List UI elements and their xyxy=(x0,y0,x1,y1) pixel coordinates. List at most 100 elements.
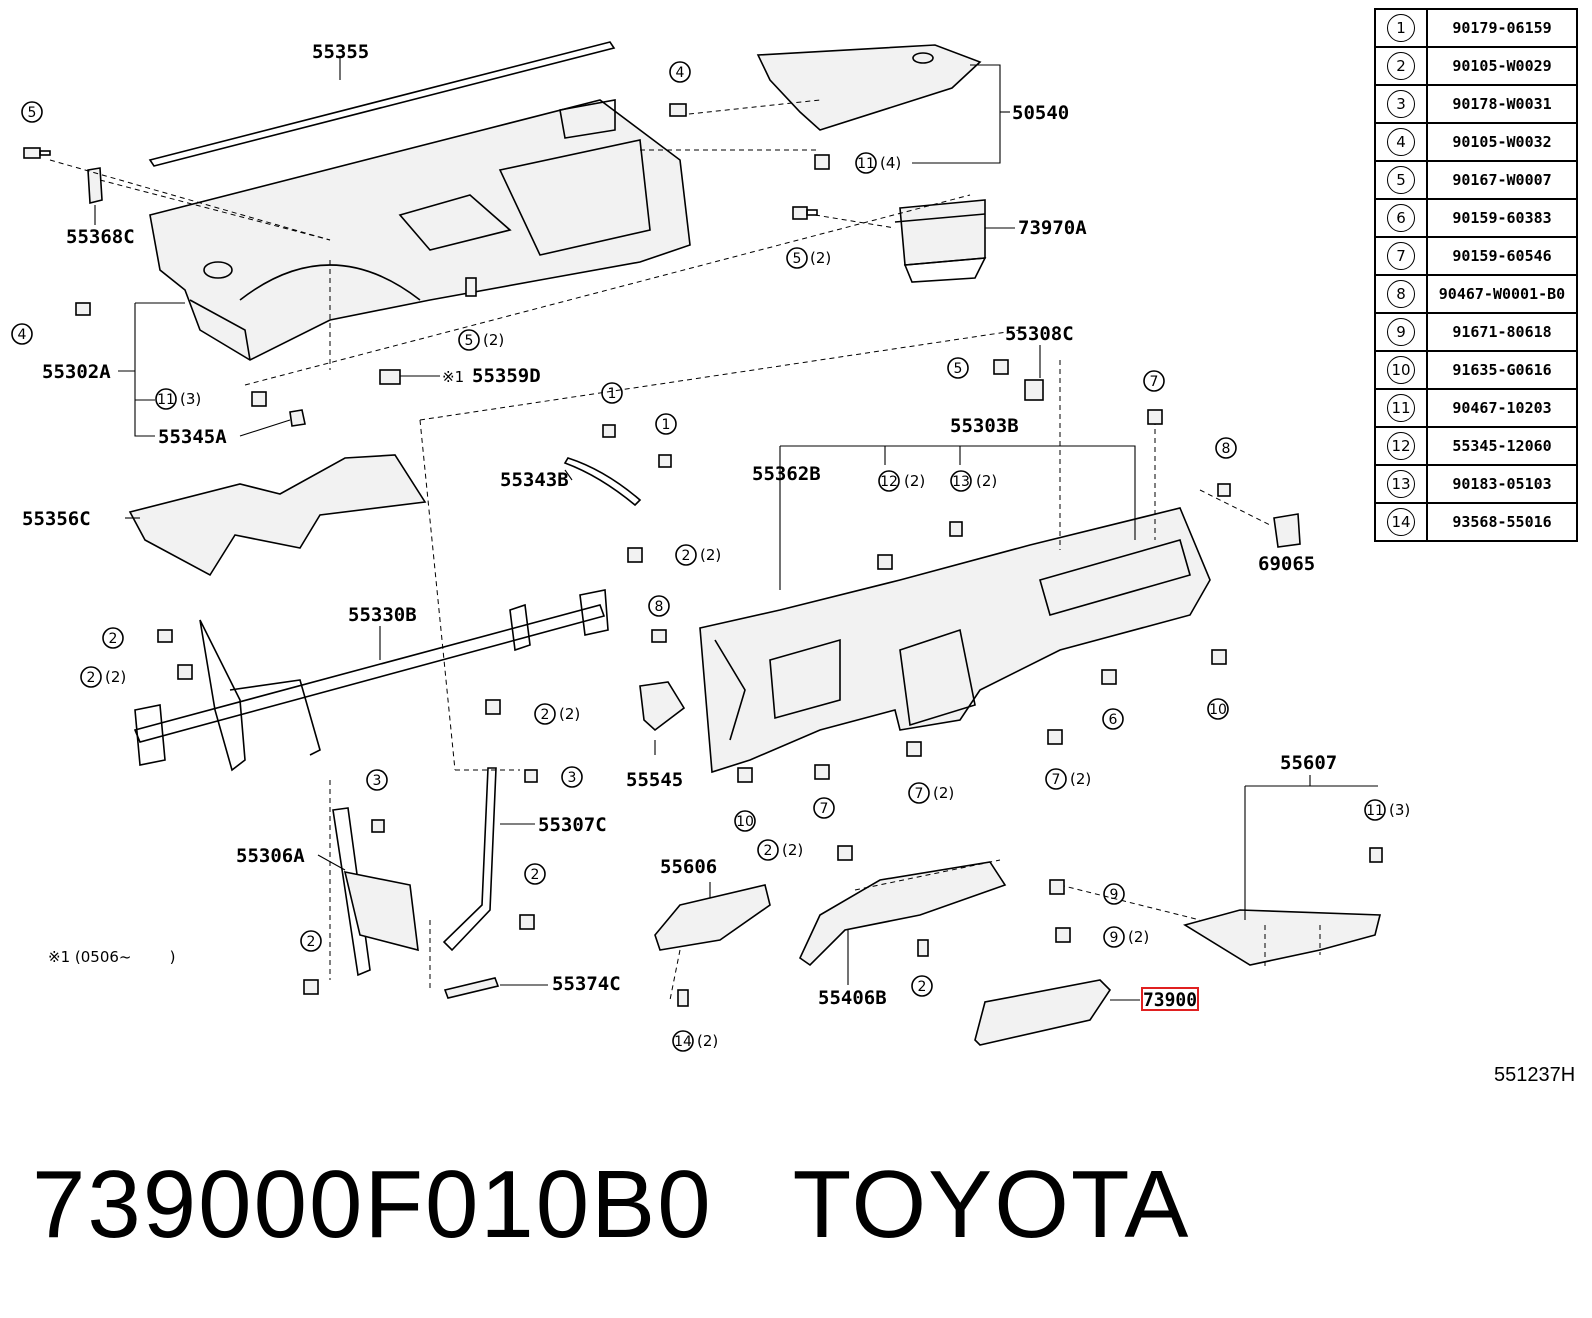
label-55359D-note: ※1 xyxy=(442,368,464,386)
label-note1: ※1 (0506~ ) xyxy=(48,948,175,966)
screw-icon xyxy=(677,989,689,1007)
bolt-icon xyxy=(627,547,643,563)
part-55302A-instrument-panel xyxy=(149,99,691,361)
reference-part-code: 90159-60546 xyxy=(1426,236,1578,276)
reference-part-code: 90178-W0031 xyxy=(1426,84,1578,124)
part-55307C-brace xyxy=(442,767,497,952)
label-55406B: 55406B xyxy=(818,987,887,1009)
label-55343B: 55343B xyxy=(500,469,569,491)
clip-icon xyxy=(1024,379,1044,401)
bolt-icon xyxy=(303,979,319,995)
reference-part-code: 90105-W0032 xyxy=(1426,122,1578,162)
clip-icon xyxy=(1369,847,1383,863)
callout-8: 8 xyxy=(648,595,670,617)
reference-number-cell: 11 xyxy=(1374,388,1428,428)
bolt-icon xyxy=(737,767,753,783)
fastener-icons xyxy=(23,103,1383,1007)
callout-4: 4 xyxy=(11,323,33,345)
callout-1: 1 xyxy=(655,413,677,435)
svg-text:2: 2 xyxy=(541,707,550,723)
bolt-icon xyxy=(485,699,501,715)
callout-13: 13(2) xyxy=(950,470,997,492)
svg-text:(2): (2) xyxy=(976,472,997,490)
reference-number-cell: 9 xyxy=(1374,312,1428,352)
svg-text:2: 2 xyxy=(764,843,773,859)
label-55356C: 55356C xyxy=(22,508,91,530)
screw-icon xyxy=(917,939,929,957)
reference-number-cell: 6 xyxy=(1374,198,1428,238)
svg-text:3: 3 xyxy=(568,770,577,786)
svg-text:8: 8 xyxy=(1222,441,1231,457)
reference-number: 13 xyxy=(1387,470,1415,498)
part-55359D-clip xyxy=(379,369,401,385)
bolt-icon xyxy=(1211,649,1227,665)
bolt-icon xyxy=(1055,927,1071,943)
clip-icon xyxy=(814,154,830,170)
callout-7: 7 xyxy=(813,797,835,819)
bolt-icon xyxy=(993,359,1009,375)
reference-number-cell: 1 xyxy=(1374,8,1428,48)
reference-row: 9 91671-80618 xyxy=(1374,312,1578,352)
label-55355: 55355 xyxy=(312,41,369,63)
callout-7: 7 (2) xyxy=(908,782,954,804)
clip-icon xyxy=(949,521,963,537)
callout-2: 2 xyxy=(102,627,124,649)
reference-number-cell: 7 xyxy=(1374,236,1428,276)
part-55606-bracket xyxy=(654,884,771,951)
reference-number: 9 xyxy=(1387,318,1415,346)
svg-text:(2): (2) xyxy=(933,784,954,802)
bolt-icon xyxy=(1147,409,1163,425)
bolt-icon xyxy=(157,629,173,643)
svg-text:2: 2 xyxy=(918,979,927,995)
callout-5: 5(2) xyxy=(786,247,831,269)
svg-text:2: 2 xyxy=(307,934,316,950)
part-55607-glovebox-outer xyxy=(1183,909,1382,966)
part-69065-clip xyxy=(1273,513,1301,548)
label-55359D: 55359D xyxy=(472,365,541,387)
label-55362B: 55362B xyxy=(752,463,821,485)
reference-number-cell: 8 xyxy=(1374,274,1428,314)
callout-14: 14(2) xyxy=(672,1030,718,1052)
reference-part-code: 91671-80618 xyxy=(1426,312,1578,352)
callout-11: 11(4) xyxy=(855,152,901,174)
bolt-icon xyxy=(814,764,830,780)
callout-12: 12(2) xyxy=(878,470,925,492)
part-55306A-brace xyxy=(332,807,419,977)
svg-text:5: 5 xyxy=(954,361,963,377)
reference-part-code: 90105-W0029 xyxy=(1426,46,1578,86)
reference-number: 12 xyxy=(1387,432,1415,460)
reference-number: 2 xyxy=(1387,52,1415,80)
part-55330B-beam xyxy=(133,589,609,772)
callout-3: 3 xyxy=(561,766,583,788)
parts-diagram: 55355 50540 55368C 73970A 55302A ※1 5535… xyxy=(11,41,1410,1052)
bolt-icon xyxy=(1217,483,1231,497)
callout-9: 9(2) xyxy=(1103,926,1149,948)
nut-icon xyxy=(524,769,538,783)
callout-2: 2 xyxy=(524,863,546,885)
bolt-icon xyxy=(906,741,922,757)
svg-text:(2): (2) xyxy=(697,1032,718,1050)
svg-text:(2): (2) xyxy=(1128,928,1149,946)
svg-text:7: 7 xyxy=(915,786,924,802)
label-55545: 55545 xyxy=(626,769,683,791)
reference-part-code: 90179-06159 xyxy=(1426,8,1578,48)
bolt-icon xyxy=(177,664,193,680)
svg-text:(2): (2) xyxy=(700,546,721,564)
reference-part-code: 90467-W0001-B0 xyxy=(1426,274,1578,314)
svg-text:(2): (2) xyxy=(559,705,580,723)
callout-7: 7 xyxy=(1143,370,1165,392)
reference-part-code: 91635-G0616 xyxy=(1426,350,1578,390)
svg-text:5: 5 xyxy=(793,251,802,267)
nut-icon xyxy=(602,424,616,438)
reference-part-code: 90183-05103 xyxy=(1426,464,1578,504)
reference-number-cell: 12 xyxy=(1374,426,1428,466)
part-55406B-bracket xyxy=(798,861,1007,967)
